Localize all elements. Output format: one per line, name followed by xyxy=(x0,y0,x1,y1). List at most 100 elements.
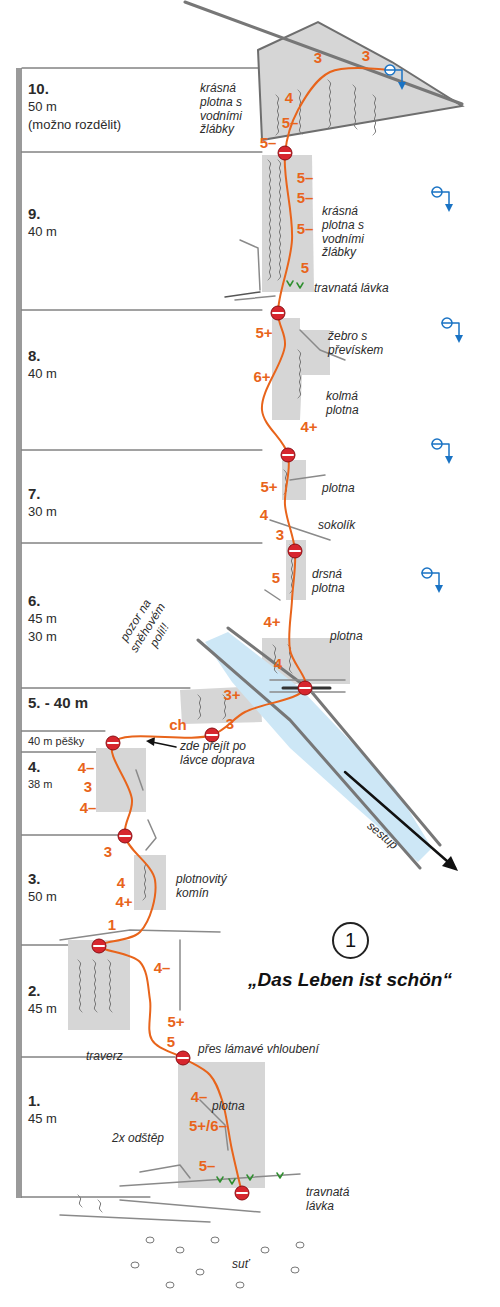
grade: 3 xyxy=(226,715,234,732)
grade: 4 xyxy=(285,89,293,106)
grade: 5 xyxy=(167,1033,175,1050)
belay-bar xyxy=(207,734,217,736)
pitch-number: 9. xyxy=(28,205,41,222)
scree-stone xyxy=(236,1282,244,1288)
belay xyxy=(92,939,106,953)
pitch-length: 38 m xyxy=(28,778,52,791)
grade: 4– xyxy=(154,959,171,976)
pitch-length: 45 m xyxy=(28,1112,57,1127)
rock-crack xyxy=(136,770,143,790)
rock-patch xyxy=(96,748,146,812)
route-note: plotnovitý komín xyxy=(176,873,240,901)
route-note: traverz xyxy=(86,1050,123,1064)
rock-crack xyxy=(146,820,156,850)
route-note: pozor na sněhovém poli!! xyxy=(111,587,184,670)
grass-tuft xyxy=(247,1175,253,1180)
grade: 5– xyxy=(282,114,299,131)
route-number: 1 xyxy=(345,929,356,952)
route-note: zde přejít po lávce doprava xyxy=(180,740,276,768)
climbing-route xyxy=(100,68,390,1193)
scree-stone xyxy=(196,1269,204,1275)
route-note: přes lámavé vhloubení xyxy=(198,1043,319,1057)
belay xyxy=(176,1051,190,1065)
rock-crack xyxy=(240,240,260,290)
water-groove xyxy=(298,90,302,134)
rock-crack xyxy=(265,590,280,600)
pitch-length: 30 m xyxy=(28,505,57,520)
scree-stone xyxy=(166,1282,174,1288)
snow-edge xyxy=(228,628,440,845)
water-groove xyxy=(278,160,281,280)
pitch-number: 8. xyxy=(28,347,41,364)
pitch-length: 50 m xyxy=(28,100,57,115)
pitch-length: 40 m xyxy=(28,367,57,382)
belay xyxy=(106,736,120,750)
grass-tuft xyxy=(297,283,303,288)
route-note: travnatá lávka xyxy=(314,282,389,296)
grade: 5– xyxy=(199,1157,216,1174)
grade: 5 xyxy=(272,569,280,586)
grade: 4 xyxy=(274,655,282,672)
pitch-length: 45 m xyxy=(28,1002,57,1017)
pitch-number: 3. xyxy=(28,870,41,887)
grade: 5+ xyxy=(255,324,272,341)
rappel-line xyxy=(432,192,449,206)
route-note: plotna xyxy=(322,482,355,496)
scree-stone xyxy=(261,1247,269,1253)
route-note: kolmá plotna xyxy=(326,390,374,418)
water-groove xyxy=(108,960,112,1012)
route-note: plotna xyxy=(330,630,363,644)
rock-crack xyxy=(179,940,181,1010)
arrowhead xyxy=(455,335,463,343)
ledge xyxy=(225,292,260,297)
rock-crack xyxy=(290,475,325,480)
belay-bar xyxy=(283,454,293,456)
water-groove xyxy=(298,350,301,398)
grade: 3 xyxy=(362,47,370,64)
pitch-number: 5. - 40 m xyxy=(28,694,88,711)
rock-patch xyxy=(262,155,314,292)
pitch-boundary xyxy=(22,752,105,753)
route-note: žebro s převískem xyxy=(328,330,406,358)
scree-stone xyxy=(296,1242,304,1248)
grade: 4+ xyxy=(300,418,317,435)
belay-bar xyxy=(237,1192,247,1194)
pitch-number: 4. xyxy=(28,758,41,775)
rappel-line xyxy=(385,70,402,84)
belay-bar xyxy=(290,550,300,552)
belay xyxy=(271,306,285,320)
belay-bar xyxy=(94,945,104,947)
pitch-number: 10. xyxy=(28,80,49,97)
belay xyxy=(281,448,295,462)
grade: 5– xyxy=(297,220,314,237)
belay xyxy=(278,146,292,160)
grass-tuft xyxy=(229,1179,235,1184)
water-groove xyxy=(98,1200,102,1212)
arrowhead xyxy=(398,82,406,90)
rock-patch xyxy=(272,318,330,420)
grass-tuft xyxy=(287,281,293,286)
belay-bar xyxy=(300,687,310,689)
grade: 4+ xyxy=(115,893,132,910)
belay-bar xyxy=(280,152,290,154)
water-groove xyxy=(78,1195,82,1207)
grade: 3 xyxy=(276,526,284,543)
route-note: plotna xyxy=(212,1100,245,1114)
pointer-arrow xyxy=(152,742,176,747)
pitch-number: 1. xyxy=(28,1092,41,1109)
grass-tuft xyxy=(217,1177,223,1182)
pitch-length: (možno rozdělit) xyxy=(28,118,121,133)
route-note: krásná plotna s vodními žlábky xyxy=(200,82,262,137)
rock-crack xyxy=(120,1200,260,1212)
grade: 4+ xyxy=(263,613,280,630)
belay xyxy=(288,544,302,558)
rappel-line xyxy=(442,323,459,337)
rappel-line xyxy=(422,573,439,587)
grade: 4 xyxy=(117,874,125,891)
water-groove xyxy=(143,860,146,900)
water-groove xyxy=(268,160,271,280)
water-groove xyxy=(276,95,279,135)
route-note: suť xyxy=(232,1258,249,1272)
